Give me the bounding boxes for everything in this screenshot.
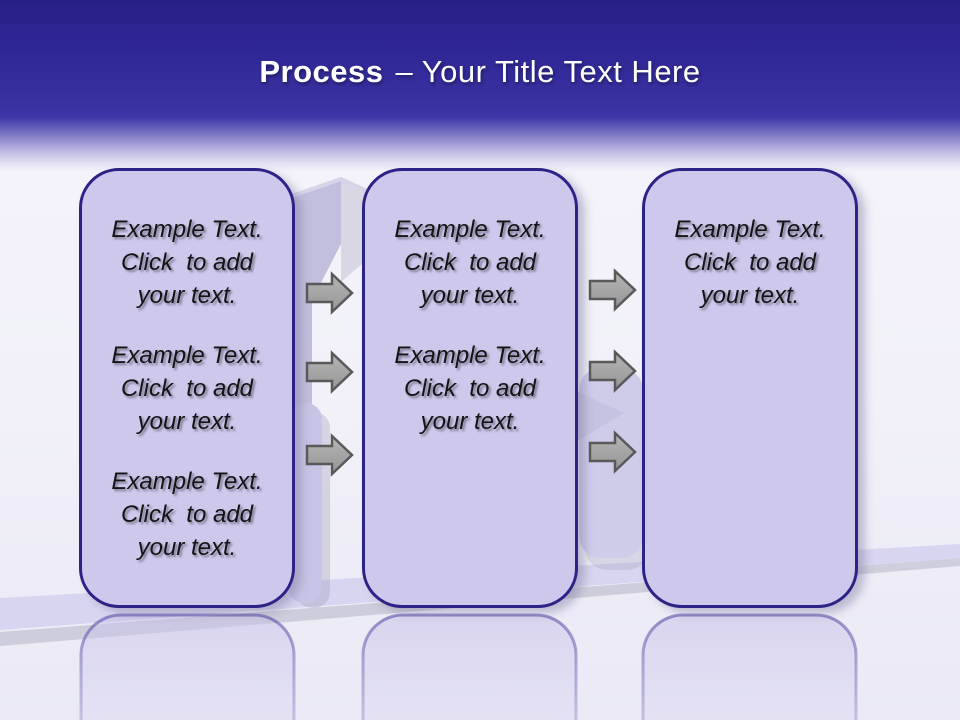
box-reflection [361, 613, 578, 720]
text-line: Click to add [403, 249, 537, 276]
text-line: Click to add [403, 375, 537, 402]
arrow-right-icon[interactable] [588, 349, 638, 393]
background-chevron-ridge [282, 176, 370, 201]
arrow-right-icon[interactable] [588, 430, 638, 474]
title-text: – Your Title Text Here [395, 54, 701, 89]
box-content: Example Text. Click to add your text. Ex… [82, 171, 292, 564]
placeholder-text[interactable]: Example Text. Click to add your text. [82, 465, 292, 564]
text-line: your text. [420, 408, 520, 435]
header-gradient [0, 0, 960, 172]
placeholder-text[interactable]: Example Text. Click to add your text. [82, 339, 292, 438]
text-line: Example Text. [394, 342, 546, 369]
text-line: Click to add [120, 375, 254, 402]
background-chevron-left-face [283, 178, 341, 460]
text-line: Example Text. [111, 216, 263, 243]
slide-title[interactable]: Process – Your Title Text Here [0, 54, 960, 90]
process-box-step-2[interactable]: Example Text. Click to add your text. Ex… [362, 168, 578, 608]
placeholder-text[interactable]: Example Text. Click to add your text. [365, 339, 575, 438]
text-line: your text. [137, 408, 237, 435]
arrow-right-icon[interactable] [305, 433, 355, 477]
box-reflection [641, 613, 858, 720]
text-line: your text. [137, 282, 237, 309]
text-line: Example Text. [394, 216, 546, 243]
box-reflections [79, 613, 858, 720]
text-line: your text. [420, 282, 520, 309]
box-content: Example Text. Click to add your text. [645, 171, 855, 312]
text-line: Example Text. [674, 216, 826, 243]
placeholder-text[interactable]: Example Text. Click to add your text. [365, 213, 575, 312]
background-arrowhead [570, 388, 624, 443]
placeholder-text[interactable]: Example Text. Click to add your text. [645, 213, 855, 312]
arrow-right-icon[interactable] [305, 350, 355, 394]
arrow-right-icon[interactable] [588, 268, 638, 312]
box-content: Example Text. Click to add your text. Ex… [365, 171, 575, 438]
process-box-step-1[interactable]: Example Text. Click to add your text. Ex… [79, 168, 295, 608]
text-line: your text. [137, 534, 237, 561]
process-box-step-3[interactable]: Example Text. Click to add your text. [642, 168, 858, 608]
text-line: Click to add [120, 249, 254, 276]
text-line: Example Text. [111, 342, 263, 369]
title-keyword: Process [259, 54, 384, 89]
text-line: Click to add [120, 501, 254, 528]
text-line: Click to add [683, 249, 817, 276]
text-line: Example Text. [111, 468, 263, 495]
text-line: your text. [700, 282, 800, 309]
placeholder-text[interactable]: Example Text. Click to add your text. [82, 213, 292, 312]
box-reflection [79, 613, 296, 720]
arrow-right-icon[interactable] [305, 271, 355, 315]
